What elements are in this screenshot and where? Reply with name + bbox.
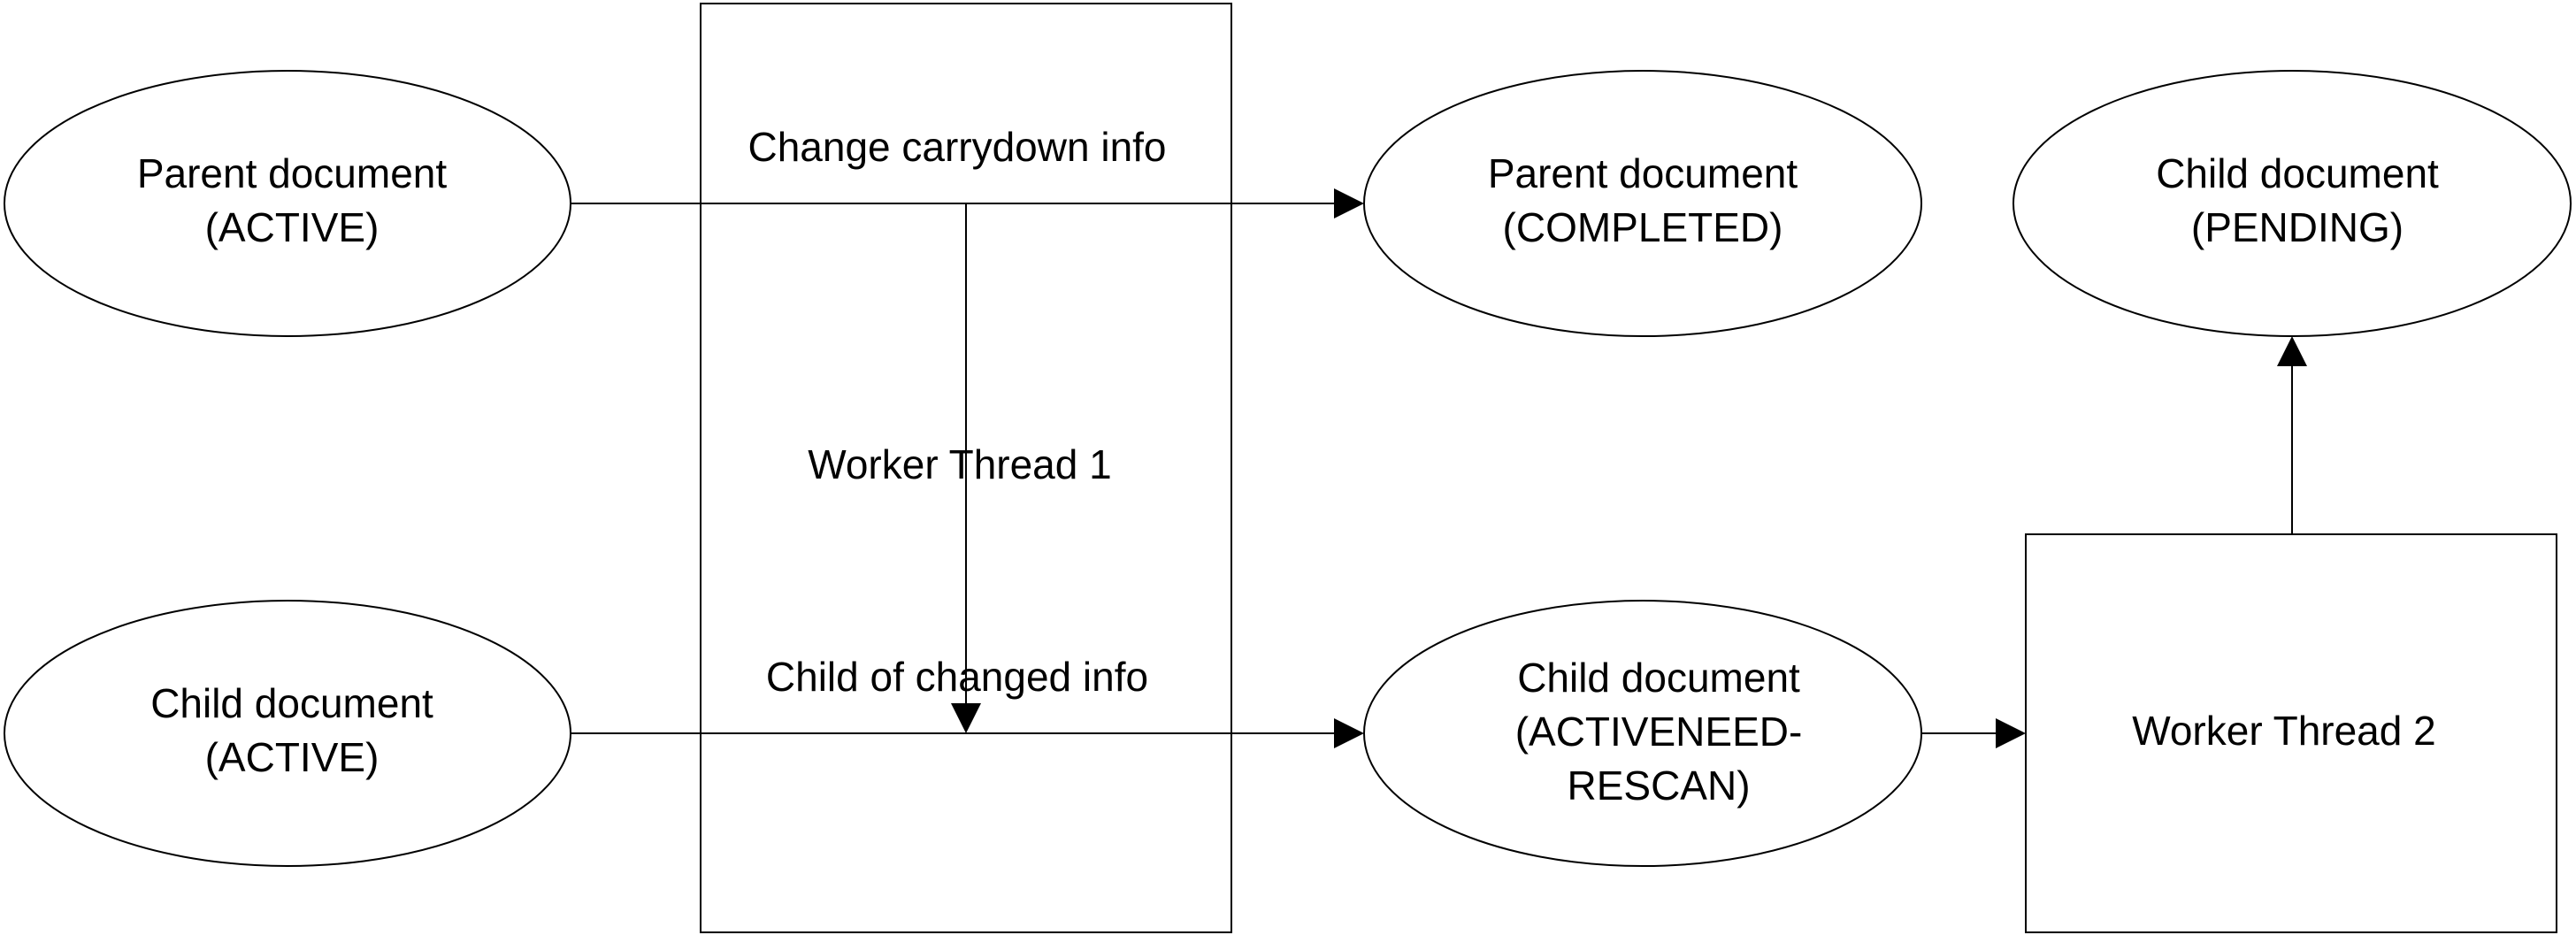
arrowhead-pending [2277, 336, 2307, 366]
worker-thread-2-label: Worker Thread 2 [2132, 708, 2435, 754]
child-active-label-line2: (ACTIVE) [205, 734, 380, 780]
parent-active-label-line1: Parent document [137, 150, 448, 196]
arrowhead-worker2 [1996, 718, 2026, 748]
parent-completed-ellipse [1363, 70, 1922, 337]
child-pending-label-line1: Child document [2156, 150, 2439, 196]
parent-completed-label-line2: (COMPLETED) [1503, 204, 1783, 250]
arrowhead-carrydown [951, 703, 981, 733]
child-active-ellipse [4, 600, 571, 867]
child-pending-ellipse [2012, 70, 2572, 337]
parent-active-label-line2: (ACTIVE) [205, 204, 380, 250]
parent-active-ellipse [4, 70, 571, 337]
child-active-label-line1: Child document [150, 680, 433, 726]
arrowhead-child-rescan [1334, 718, 1364, 748]
child-pending-label-line2: (PENDING) [2191, 204, 2404, 250]
worker-thread-2-box [2025, 533, 2557, 933]
child-of-changed-label: Child of changed info [766, 654, 1148, 700]
change-carrydown-label: Change carrydown info [748, 124, 1166, 170]
arrowhead-parent-completed [1334, 188, 1364, 218]
child-rescan-label-line1: Child document [1517, 655, 1800, 701]
child-rescan-label-line3: RESCAN) [1567, 763, 1750, 809]
parent-completed-label-line1: Parent document [1488, 150, 1798, 196]
child-rescan-label-line2: (ACTIVENEED- [1515, 709, 1803, 755]
worker-thread-1-label: Worker Thread 1 [808, 441, 1111, 487]
